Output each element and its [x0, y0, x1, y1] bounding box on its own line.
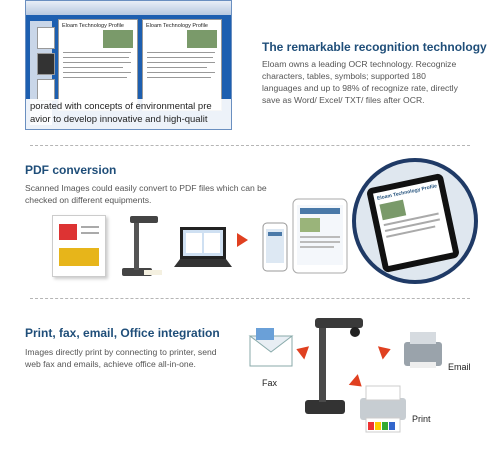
recognized-document-page: Eloam Technology Profile — [142, 19, 222, 111]
section-divider — [30, 145, 470, 146]
email-printer-icon — [404, 332, 442, 368]
tablet-closeup-circle: Eloam Technology Profile — [352, 158, 478, 284]
printer-icon — [360, 385, 406, 433]
tablet-icon — [292, 198, 348, 274]
print-label: Print — [412, 414, 431, 424]
overlay-text-line: avior to develop innovative and high-qua… — [30, 114, 208, 125]
page-thumbnail — [37, 79, 55, 101]
software-toolbar — [26, 1, 231, 15]
section-heading-ocr: The remarkable recognition technology — [262, 40, 487, 54]
page-thumbnail — [37, 27, 55, 49]
tablet-doc-title: Eloam Technology Profile — [376, 183, 438, 202]
fax-label: Fax — [262, 378, 278, 388]
document-sheet-icon — [52, 215, 106, 277]
zoomed-text-overlay: porated with concepts of environmental p… — [26, 99, 231, 129]
document-title: Eloam Technology Profile — [62, 23, 124, 29]
section-heading-pdf: PDF conversion — [25, 163, 117, 177]
section-divider — [30, 298, 470, 299]
section-body-pdf: Scanned Images could easily convert to P… — [25, 183, 267, 205]
arrow-right-icon — [237, 233, 248, 247]
page-thumbnail — [37, 53, 55, 75]
document-title: Eloam Technology Profile — [146, 23, 208, 29]
smartphone-icon — [262, 222, 288, 272]
overlay-text-line: porated with concepts of environmental p… — [30, 101, 212, 112]
document-photo — [187, 30, 217, 48]
laptop-icon — [174, 227, 232, 267]
document-camera-icon — [122, 216, 162, 276]
arrow-right-icon — [377, 342, 394, 360]
section-heading-integration: Print, fax, email, Office integration — [25, 326, 220, 340]
section-body-integration: Images directly print by connecting to p… — [25, 347, 217, 369]
scanned-document-page: Eloam Technology Profile — [58, 19, 138, 111]
document-photo — [103, 30, 133, 48]
email-label: Email — [448, 362, 471, 372]
ocr-software-screenshot: Eloam Technology Profile Eloam Technolog… — [25, 0, 232, 130]
section-body-ocr: Eloam owns a leading OCR technology. Rec… — [262, 59, 458, 105]
document-camera-icon — [305, 318, 363, 414]
fax-envelope-icon — [248, 328, 294, 367]
